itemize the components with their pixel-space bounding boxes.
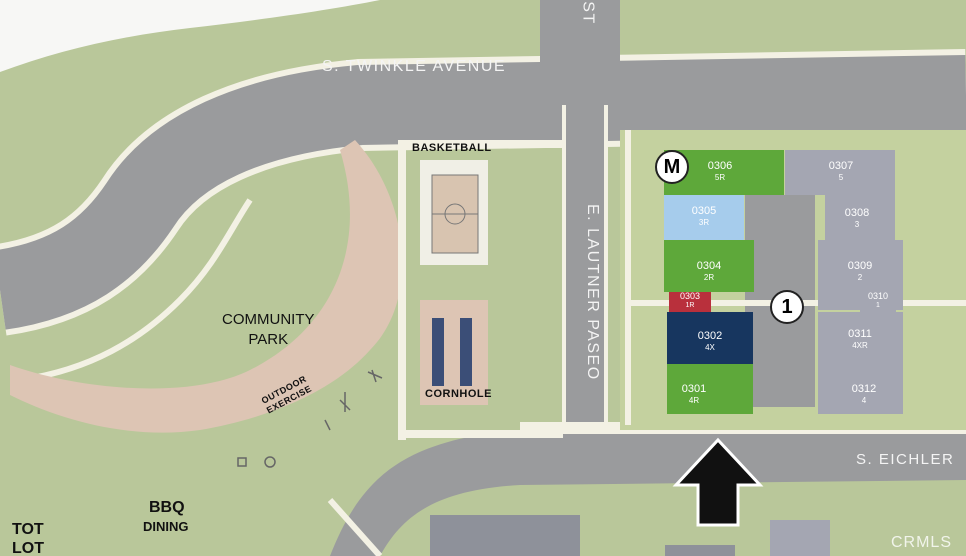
open-space <box>0 0 380 72</box>
building-bottom <box>665 545 735 556</box>
entry-arrow <box>672 437 764 527</box>
unit-0312 <box>818 364 903 414</box>
lot-walkway <box>625 130 631 425</box>
street-label-lautner: E. LAUTNER PASEO <box>584 204 601 381</box>
unit-0310 <box>860 292 896 312</box>
outdoor-exercise-plaza <box>10 140 403 433</box>
path-segment <box>327 498 383 556</box>
unit-0311 <box>818 312 903 364</box>
exercise-equipment <box>237 369 383 468</box>
basketball-label: BASKETBALL <box>412 142 492 154</box>
park-path <box>19 198 253 383</box>
sidewalk <box>398 430 563 438</box>
bbq-line2: DINING <box>143 519 189 534</box>
community-park-label: COMMUNITY PARK <box>222 310 315 350</box>
twinkle-avenue-road <box>0 55 966 330</box>
sidewalk <box>398 140 406 440</box>
cornhole-board-left <box>432 318 444 386</box>
unit-0305 <box>664 195 744 240</box>
cornhole-area <box>420 300 488 405</box>
tot-lot-label: TOT LOT <box>12 520 44 556</box>
model-home-badge[interactable]: M <box>655 150 689 184</box>
tot-lot-line2: LOT <box>12 540 44 556</box>
watermark: CRMLS <box>890 534 952 551</box>
unit-0303 <box>669 292 711 312</box>
community-park-line2: PARK <box>248 331 289 348</box>
e-lautner-paseo-road <box>566 105 604 445</box>
unit-0304 <box>664 240 754 292</box>
street-label-eichler: S. EICHLER <box>856 451 955 468</box>
unit-0307 <box>785 150 895 195</box>
building-bottom <box>770 520 830 556</box>
street-label-twinkle: S. TWINKLE AVENUE <box>322 58 507 75</box>
unit-0301 <box>667 364 753 414</box>
cornhole-board-right <box>460 318 472 386</box>
bbq-dining-label: BBQ DINING <box>143 498 189 536</box>
unit-0302 <box>667 312 753 364</box>
community-park-line1: COMMUNITY <box>222 311 315 328</box>
bbq-line1: BBQ <box>149 499 185 516</box>
street-label-st: ST <box>579 1 597 25</box>
cornhole-label: CORNHOLE <box>425 388 492 400</box>
building-bottom <box>430 515 580 556</box>
unit-0308 <box>825 195 895 240</box>
s-eichler-road <box>330 430 966 556</box>
tot-lot-line1: TOT <box>12 521 44 538</box>
sidewalk <box>398 140 563 148</box>
building-number-badge[interactable]: 1 <box>770 290 804 324</box>
